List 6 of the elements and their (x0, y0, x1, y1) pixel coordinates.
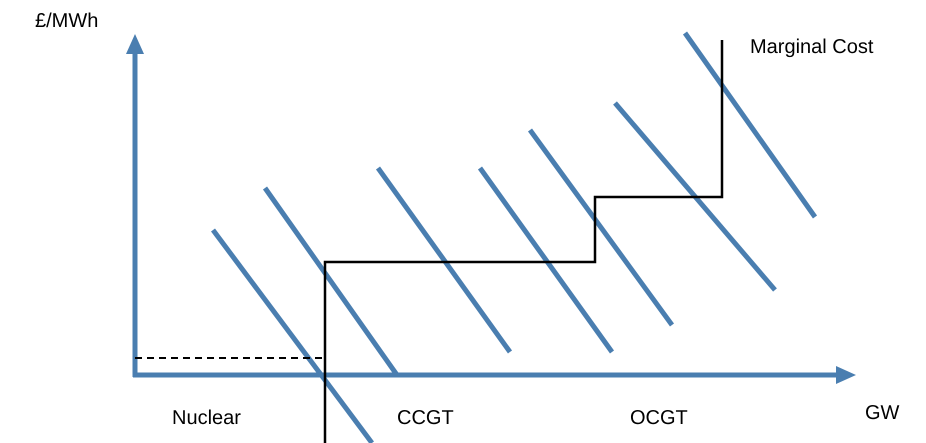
category-label: Nuclear (172, 407, 241, 429)
curve-label: Marginal Cost (750, 36, 874, 58)
axis-label: GW (865, 402, 900, 424)
category-label: OCGT (630, 407, 688, 429)
category-label: CCGT (397, 407, 454, 429)
axis-label: £/MWh (35, 10, 98, 32)
